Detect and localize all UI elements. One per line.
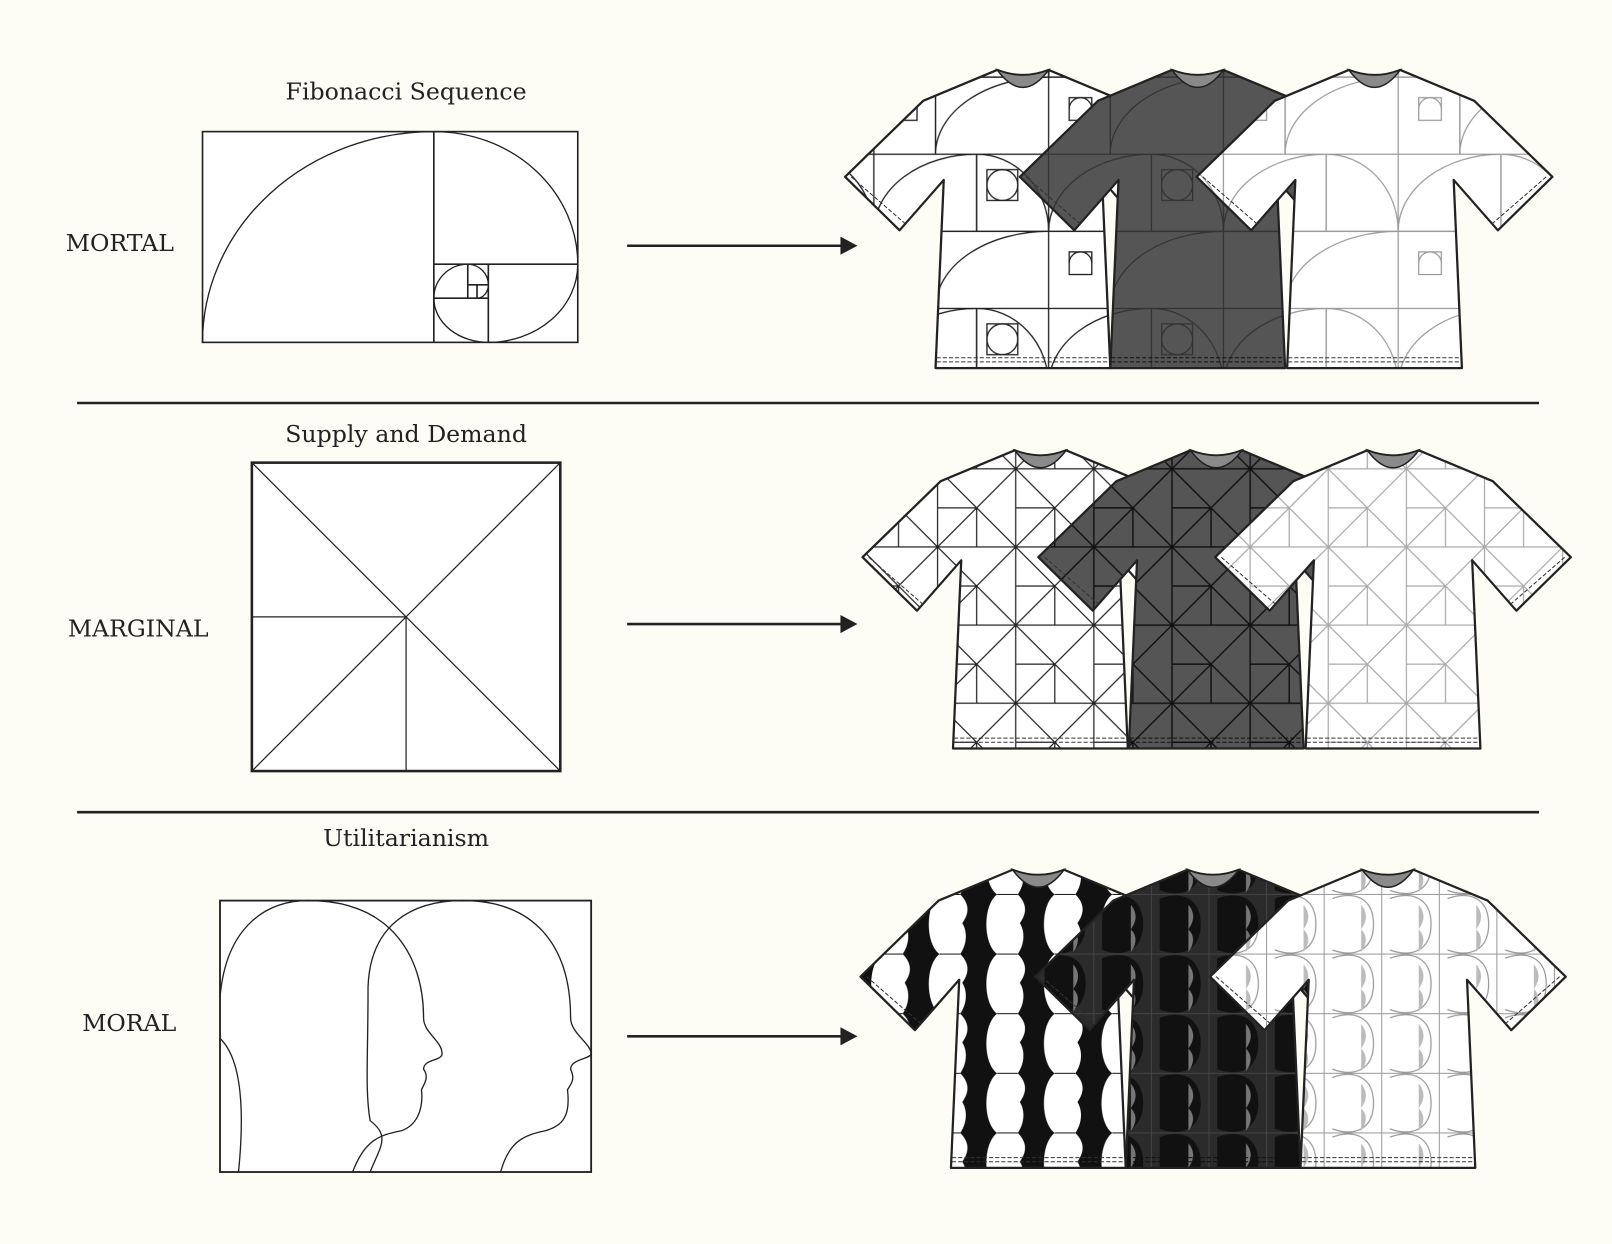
shirt-mockups	[843, 68, 1573, 1170]
tshirt-fibonacci-3	[1195, 68, 1554, 370]
title-fibonacci: Fibonacci Sequence	[286, 78, 527, 106]
supply-demand-diagram	[250, 461, 562, 773]
title-utilitarianism: Utilitarianism	[323, 824, 489, 852]
row-label-marginal: MARGINAL	[68, 614, 209, 642]
row-label-mortal: MORTAL	[66, 229, 174, 257]
utilitarianism-diagram	[219, 899, 593, 1173]
fibonacci-diagram	[201, 130, 579, 344]
tshirt-grid-3	[1214, 448, 1573, 750]
arrow-icon	[627, 614, 858, 634]
arrow-icon	[627, 1027, 858, 1046]
arrow-icon	[627, 236, 858, 255]
title-supply-demand: Supply and Demand	[285, 420, 527, 448]
tshirt-heads-3	[1208, 868, 1567, 1170]
row-label-moral: MORAL	[82, 1009, 176, 1037]
